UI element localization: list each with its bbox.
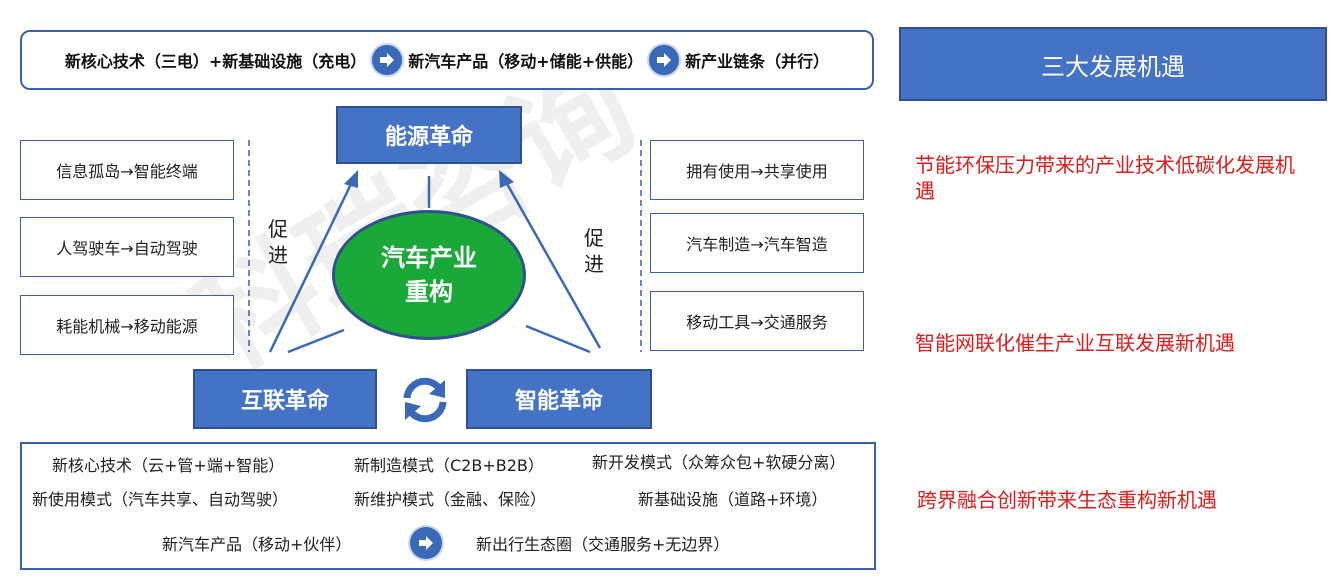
- bottom-item: 新制造模式（C2B+B2B）: [354, 456, 544, 475]
- connector-lines: [248, 140, 642, 354]
- opportunity-3: 跨界融合创新带来生态重构新机遇: [917, 488, 1217, 512]
- internet-revolution-box: 互联革命: [193, 369, 377, 429]
- left-item-1: 信息孤岛→智能终端: [20, 140, 234, 200]
- opportunity-2: 智能网联化催生产业互联发展新机遇: [915, 331, 1235, 355]
- arrow-right-icon: [649, 45, 680, 75]
- bottom-item: 新出行生态圈（交通服务+无边界）: [476, 535, 730, 554]
- top-chain-banner: 新核心技术（三电）+新基础设施（充电） 新汽车产品（移动+储能+供能） 新产业链…: [20, 30, 874, 90]
- energy-revolution-box: 能源革命: [336, 106, 522, 164]
- promote-right: 促进: [584, 226, 604, 276]
- center-line-1: 汽车产业: [381, 244, 477, 272]
- industry-restructure-ellipse: 汽车产业 重构: [332, 210, 526, 340]
- chain-part-3: 新产业链条（并行）: [685, 52, 830, 71]
- arrow-right-icon: [410, 527, 442, 559]
- bottom-item: 新维护模式（金融、保险）: [354, 490, 547, 509]
- center-line-2: 重构: [405, 278, 453, 306]
- opportunities-title: 三大发展机遇: [899, 27, 1327, 101]
- right-item-3: 移动工具→交通服务: [650, 291, 864, 351]
- left-item-3: 耗能机械→移动能源: [20, 295, 234, 355]
- bottom-item: 新使用模式（汽车共享、自动驾驶）: [32, 490, 289, 509]
- left-item-2: 人驾驶车→自动驾驶: [20, 217, 234, 277]
- bottom-item: 新核心技术（云+管+端+智能）: [52, 456, 285, 475]
- new-models-box: [20, 442, 876, 570]
- arrow-right-icon: [372, 45, 403, 75]
- cycle-arrows-icon: [399, 374, 451, 426]
- bottom-item: 新开发模式（众筹众包+软硬分离）: [592, 453, 846, 472]
- right-item-2: 汽车制造→汽车智造: [650, 213, 864, 273]
- promote-left: 促进: [268, 217, 288, 267]
- chain-part-1: 新核心技术（三电）+新基础设施（充电）: [64, 52, 367, 71]
- opportunity-1: 节能环保压力带来的产业技术低碳化发展机遇: [915, 153, 1295, 203]
- smart-revolution-box: 智能革命: [466, 369, 652, 429]
- bottom-item: 新基础设施（道路+环境）: [638, 490, 828, 509]
- right-item-1: 拥有使用→共享使用: [650, 140, 864, 200]
- bottom-item: 新汽车产品（移动+伙伴）: [162, 535, 352, 554]
- chain-part-2: 新汽车产品（移动+储能+供能）: [408, 52, 644, 71]
